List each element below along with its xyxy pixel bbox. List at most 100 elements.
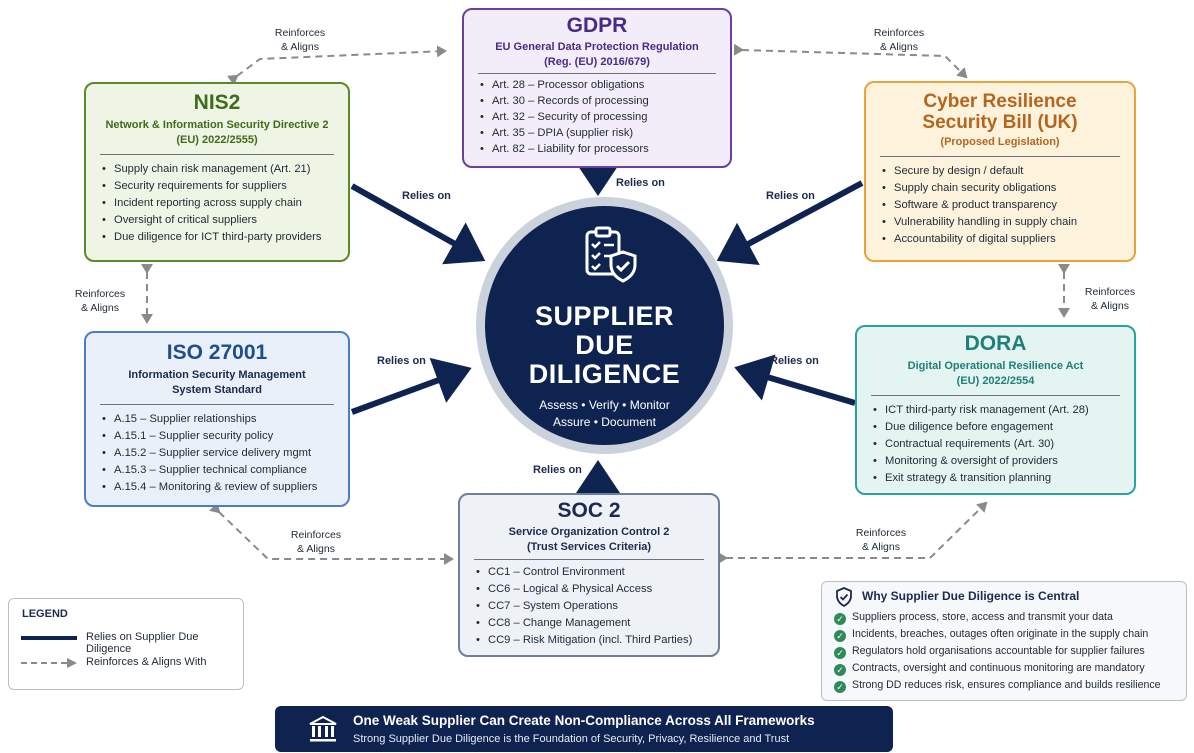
soc2-title: SOC 2: [557, 499, 621, 522]
list-item: Contractual requirements (Art. 30): [873, 436, 1120, 453]
dora-subtitle: Digital Operational Resilience Act: [907, 360, 1084, 373]
soc2-subtitle: Service Organization Control 2: [508, 526, 670, 539]
check-icon: ✓: [834, 681, 846, 693]
list-item: Accountability of digital suppliers: [882, 231, 1120, 248]
crsb-list: Secure by design / default Supply chain …: [866, 163, 1134, 248]
reinforce-label: Reinforces& Aligns: [855, 527, 907, 553]
legend: LEGEND Relies on Supplier Due Diligence …: [8, 598, 244, 690]
central-title: SUPPLIER DUE DILIGENCE: [528, 301, 681, 389]
list-item: Art. 30 – Records of processing: [480, 93, 716, 109]
list-item: ✓Contracts, oversight and continuous mon…: [834, 662, 1161, 679]
shield-check-icon: [836, 587, 852, 607]
relies-arrow-dora: [734, 354, 856, 406]
nis2-box: NIS2 Network & Information Security Dire…: [84, 82, 350, 262]
list-item: Art. 35 – DPIA (supplier risk): [480, 125, 716, 141]
iso-subtitle-2: System Standard: [172, 384, 262, 397]
list-item: Secure by design / default: [882, 163, 1120, 180]
relies-label-nis2: Relies on: [402, 190, 451, 202]
list-item: Incident reporting across supply chain: [102, 195, 334, 212]
list-item: A.15.3 – Supplier technical compliance: [102, 462, 334, 479]
dora-box: DORA Digital Operational Resilience Act …: [855, 325, 1136, 495]
why-list: ✓Suppliers process, store, access and tr…: [834, 611, 1161, 696]
gdpr-box: GDPR EU General Data Protection Regulati…: [462, 8, 732, 168]
crsb-subtitle: (Proposed Legislation): [940, 136, 1060, 148]
list-item: CC7 – System Operations: [476, 598, 704, 615]
list-item: Software & product transparency: [882, 197, 1120, 214]
iso-list: A.15 – Supplier relationships A.15.1 – S…: [86, 411, 348, 496]
check-icon: ✓: [834, 664, 846, 676]
list-item: Vulnerability handling in supply chain: [882, 214, 1120, 231]
list-item: ✓Suppliers process, store, access and tr…: [834, 611, 1161, 628]
dora-list: ICT third-party risk management (Art. 28…: [857, 402, 1134, 487]
list-item: CC8 – Change Management: [476, 615, 704, 632]
relies-arrow-crsb: [716, 180, 864, 265]
why-box: Why Supplier Due Diligence is Central ✓S…: [821, 581, 1187, 701]
list-item: Monitoring & oversight of providers: [873, 453, 1120, 470]
list-item: Security requirements for suppliers: [102, 178, 334, 195]
list-item: Art. 82 – Liability for processors: [480, 141, 716, 157]
list-item: CC9 – Risk Mitigation (incl. Third Parti…: [476, 632, 704, 649]
relies-label-iso: Relies on: [377, 355, 426, 367]
legend-solid-label: Relies on Supplier Due Diligence: [86, 631, 199, 655]
list-item: ✓Regulators hold organisations accountab…: [834, 645, 1161, 662]
check-icon: ✓: [834, 647, 846, 659]
soc2-box: SOC 2 Service Organization Control 2 (Tr…: [458, 493, 720, 657]
nis2-subtitle: Network & Information Security Directive…: [105, 119, 329, 132]
iso-subtitle: Information Security Management: [128, 369, 306, 382]
relies-label-gdpr: Relies on: [616, 177, 665, 189]
list-item: Supply chain security obligations: [882, 180, 1120, 197]
list-item: ✓Strong DD reduces risk, ensures complia…: [834, 679, 1161, 696]
legend-dashed-line: [21, 658, 77, 668]
reinforce-arrow-soc2-dora: [718, 501, 988, 564]
reinforce-label: Reinforces& Aligns: [1084, 286, 1136, 312]
legend-title: LEGEND: [22, 608, 68, 620]
list-item: CC6 – Logical & Physical Access: [476, 581, 704, 598]
institution-icon: [309, 715, 337, 742]
gdpr-subtitle: EU General Data Protection Regulation: [495, 41, 699, 54]
crsb-title-line: Cyber Resilience: [923, 91, 1077, 112]
list-item: Art. 28 – Processor obligations: [480, 77, 716, 93]
crsb-box: Cyber Resilience Security Bill (UK) (Pro…: [864, 81, 1136, 262]
dora-title: DORA: [964, 332, 1027, 355]
relies-arrow-nis2: [350, 183, 486, 265]
central-hub: SUPPLIER DUE DILIGENCE Assess • Verify •…: [476, 197, 733, 454]
check-icon: ✓: [834, 613, 846, 625]
list-item: A.15 – Supplier relationships: [102, 411, 334, 428]
reinforce-label: Reinforces& Aligns: [274, 27, 326, 53]
list-item: ✓Incidents, breaches, outages often orig…: [834, 628, 1161, 645]
iso-title: ISO 27001: [166, 341, 268, 364]
list-item: Due diligence before engagement: [873, 419, 1120, 436]
gdpr-reference: (Reg. (EU) 2016/679): [544, 56, 650, 69]
why-title: Why Supplier Due Diligence is Central: [862, 589, 1080, 603]
relies-label-crsb: Relies on: [766, 190, 815, 202]
list-item: A.15.1 – Supplier security policy: [102, 428, 334, 445]
list-item: Oversight of critical suppliers: [102, 212, 334, 229]
relies-label-soc2: Relies on: [533, 464, 582, 476]
gdpr-title: GDPR: [566, 14, 628, 37]
list-item: A.15.2 – Supplier service delivery mgmt: [102, 445, 334, 462]
list-item: Art. 32 – Security of processing: [480, 109, 716, 125]
reinforce-arrow-gdpr-crsb: [733, 43, 968, 79]
list-item: ICT third-party risk management (Art. 28…: [873, 402, 1120, 419]
legend-dashed-label: Reinforces & Aligns With: [86, 656, 207, 668]
list-item: Supply chain risk management (Art. 21): [102, 161, 334, 178]
soc2-reference: (Trust Services Criteria): [526, 541, 652, 554]
reinforce-arrow-nis2-gdpr: [227, 45, 447, 86]
gdpr-list: Art. 28 – Processor obligations Art. 30 …: [464, 77, 730, 157]
banner-title: One Weak Supplier Can Create Non-Complia…: [353, 713, 815, 728]
banner-subtitle: Strong Supplier Due Diligence is the Fou…: [353, 733, 790, 745]
central-circle: SUPPLIER DUE DILIGENCE Assess • Verify •…: [485, 206, 724, 445]
dora-reference: (EU) 2022/2554: [956, 375, 1035, 388]
reinforce-label: Reinforces& Aligns: [873, 27, 925, 53]
crsb-title: Cyber Resilience Security Bill (UK): [866, 91, 1134, 133]
nis2-list: Supply chain risk management (Art. 21) S…: [86, 161, 348, 246]
list-item: CC1 – Control Environment: [476, 564, 704, 581]
iso-box: ISO 27001 Information Security Managemen…: [84, 331, 350, 507]
clipboard-shield-icon: [585, 226, 637, 283]
central-tagline: Assess • Verify • Monitor Assure • Docum…: [539, 398, 670, 429]
list-item: Due diligence for ICT third-party provid…: [102, 229, 334, 246]
check-icon: ✓: [834, 630, 846, 642]
bottom-banner: One Weak Supplier Can Create Non-Complia…: [275, 706, 893, 752]
relies-label-dora: Relies on: [770, 355, 819, 367]
